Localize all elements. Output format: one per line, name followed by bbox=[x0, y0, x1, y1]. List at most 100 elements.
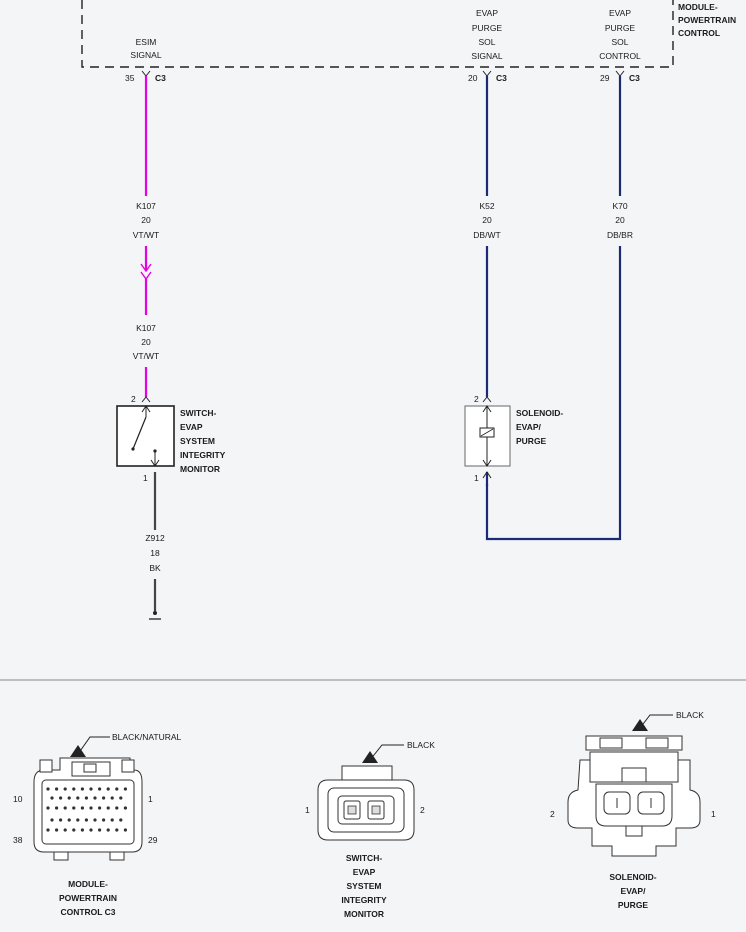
pcm-pin-cavity bbox=[59, 818, 63, 822]
solenoid-pin-2: 2 bbox=[474, 394, 479, 404]
pcm-pin-cavity bbox=[46, 787, 50, 791]
pcm-pin-cavity bbox=[89, 806, 93, 810]
pcm-pin-cavity bbox=[80, 828, 84, 832]
purge-signal-line-1: EVAP bbox=[476, 8, 498, 18]
pcm-pin-cavity bbox=[59, 796, 63, 800]
pcm-pin-cavity bbox=[67, 796, 71, 800]
pcm-pin-cavity bbox=[67, 818, 71, 822]
pcm-pin-cavity bbox=[63, 787, 67, 791]
pcm-pin-cavity bbox=[115, 787, 119, 791]
purge-control-line-3: SOL bbox=[611, 37, 628, 47]
pcm-pin-cavity bbox=[76, 818, 80, 822]
pcm-pin-cavity bbox=[55, 828, 59, 832]
k52-gauge: 20 bbox=[482, 215, 492, 225]
solenoid-evap-purge: 2 SOLENOID- EVAP/ PURGE 1 bbox=[464, 394, 563, 486]
pcm-pin-cavity bbox=[72, 787, 76, 791]
pcm-pin-grid bbox=[46, 787, 127, 832]
pcm-pin-cavity bbox=[98, 787, 102, 791]
pcm-pin-cavity bbox=[93, 818, 97, 822]
switch-label-line-2: EVAP bbox=[180, 422, 203, 432]
pcm-pin-cavity bbox=[98, 828, 102, 832]
switch-label-line-4: INTEGRITY bbox=[180, 450, 226, 460]
module-label-line-3: CONTROL bbox=[678, 28, 720, 38]
solenoid-label-line-2: EVAP/ bbox=[516, 422, 542, 432]
pcm-pin-29: 29 bbox=[148, 835, 158, 845]
esim-signal-line-2: SIGNAL bbox=[130, 50, 161, 60]
pcm-pin-cavity bbox=[119, 818, 123, 822]
pcm-pin-cavity bbox=[63, 828, 67, 832]
pin-29: 29 bbox=[600, 73, 610, 83]
solenoid-connector-pin-1: 1 bbox=[711, 809, 716, 819]
pcm-pin-cavity bbox=[110, 818, 114, 822]
purge-control-line-4: CONTROL bbox=[599, 51, 641, 61]
pcm-pin-cavity bbox=[84, 796, 88, 800]
pcm-pin-cavity bbox=[63, 806, 67, 810]
pcm-pin-cavity bbox=[46, 828, 50, 832]
solenoid-label-line-1: SOLENOID- bbox=[516, 408, 563, 418]
purge-control-line-2: PURGE bbox=[605, 23, 636, 33]
connector-c3-a: C3 bbox=[155, 73, 166, 83]
wire-k107: K107 20 VT/WT K107 20 VT/WT bbox=[133, 70, 159, 403]
wire-k52: K52 20 DB/WT bbox=[473, 70, 501, 403]
solenoid-connector-label-2: EVAP/ bbox=[621, 886, 647, 896]
purge-signal-line-3: SOL bbox=[478, 37, 495, 47]
k107-lower-gauge: 20 bbox=[141, 337, 151, 347]
pcm-pin-1: 1 bbox=[148, 794, 153, 804]
solenoid-connector-pin-2: 2 bbox=[550, 809, 555, 819]
switch-connector-label-5: MONITOR bbox=[344, 909, 384, 919]
pcm-pin-cavity bbox=[98, 806, 102, 810]
wire-z912: Z912 18 BK bbox=[145, 472, 165, 620]
purge-signal-line-4: SIGNAL bbox=[471, 51, 502, 61]
wire-k70: K70 20 DB/BR bbox=[485, 70, 633, 541]
switch-connector-label-2: EVAP bbox=[353, 867, 376, 877]
module-label-line-2: POWERTRAIN bbox=[678, 15, 736, 25]
pcm-pin-cavity bbox=[84, 818, 88, 822]
pcm-pin-cavity bbox=[55, 806, 59, 810]
connector-view-pcm-c3: BLACK/NATURAL 10 1 38 29 MODULE- POWERTR… bbox=[13, 732, 182, 917]
pcm-pin-cavity bbox=[115, 806, 119, 810]
pcm-pin-cavity bbox=[50, 796, 54, 800]
pcm-pin-cavity bbox=[119, 796, 123, 800]
solenoid-label-line-3: PURGE bbox=[516, 436, 547, 446]
pcm-pin-cavity bbox=[106, 828, 110, 832]
switch-label-line-3: SYSTEM bbox=[180, 436, 215, 446]
purge-control-line-1: EVAP bbox=[609, 8, 631, 18]
solenoid-pin-1: 1 bbox=[474, 473, 479, 483]
switch-label-line-1: SWITCH- bbox=[180, 408, 217, 418]
switch-label-line-5: MONITOR bbox=[180, 464, 220, 474]
k107-upper-color: VT/WT bbox=[133, 230, 159, 240]
connector-c3-c: C3 bbox=[629, 73, 640, 83]
module-label-line-1: MODULE- bbox=[678, 2, 718, 12]
pcm-pin-cavity bbox=[102, 818, 106, 822]
pcm-connector-label-1: MODULE- bbox=[68, 879, 108, 889]
solenoid-connector-color: BLACK bbox=[676, 710, 704, 720]
k107-lower-color: VT/WT bbox=[133, 351, 159, 361]
pcm-pin-cavity bbox=[123, 787, 127, 791]
pcm-pin-cavity bbox=[50, 818, 54, 822]
k70-circuit: K70 bbox=[612, 201, 627, 211]
k52-color: DB/WT bbox=[473, 230, 500, 240]
pcm-pin-cavity bbox=[80, 787, 84, 791]
k70-color: DB/BR bbox=[607, 230, 633, 240]
pcm-pin-cavity bbox=[106, 806, 110, 810]
pcm-pin-cavity bbox=[123, 806, 127, 810]
k52-circuit: K52 bbox=[479, 201, 494, 211]
switch-pin-2: 2 bbox=[131, 394, 136, 404]
pcm-pin-cavity bbox=[93, 796, 97, 800]
pcm-pin-cavity bbox=[89, 828, 93, 832]
switch-pin-1: 1 bbox=[143, 473, 148, 483]
connector-view-solenoid: BLACK 2 1 SOLENOID- EVAP/ PURGE bbox=[550, 710, 716, 910]
k107-upper-circuit: K107 bbox=[136, 201, 156, 211]
k107-lower-circuit: K107 bbox=[136, 323, 156, 333]
esim-signal-line-1: ESIM bbox=[136, 37, 157, 47]
pin-35: 35 bbox=[125, 73, 135, 83]
k107-upper-gauge: 20 bbox=[141, 215, 151, 225]
pcm-pin-cavity bbox=[76, 796, 80, 800]
solenoid-connector-label-1: SOLENOID- bbox=[609, 872, 656, 882]
switch-connector-label-4: INTEGRITY bbox=[341, 895, 387, 905]
pcm-pin-cavity bbox=[106, 787, 110, 791]
pcm-pin-cavity bbox=[110, 796, 114, 800]
k70-gauge: 20 bbox=[615, 215, 625, 225]
pcm-pin-cavity bbox=[123, 828, 127, 832]
